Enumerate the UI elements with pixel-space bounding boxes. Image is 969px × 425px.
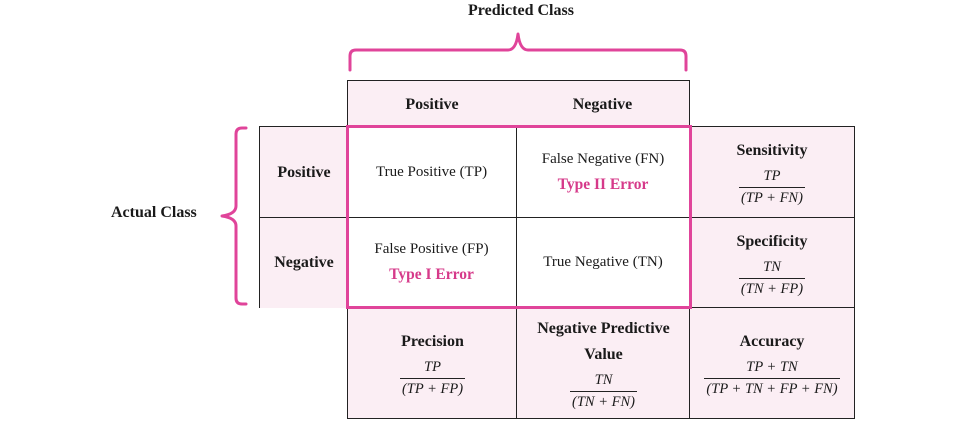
npv-formula: TN (TN + FN) (570, 372, 637, 411)
type-ii-error-label: Type II Error (557, 175, 649, 193)
column-header-negative-label: Negative (572, 95, 633, 113)
precision-numerator: TP (424, 358, 441, 375)
npv-numerator: TN (594, 371, 613, 388)
row-header-positive: Positive (259, 126, 348, 218)
true-negative-label: True Negative (TN) (543, 254, 663, 270)
false-positive-cell: False Positive (FP) Type I Error (347, 217, 517, 308)
specificity-formula: TN (TN + FP) (738, 258, 806, 298)
sensitivity-formula: TP (TP + FN) (739, 168, 805, 207)
fraction-bar (570, 390, 637, 392)
fraction-bar (399, 377, 466, 379)
precision-denominator: (TP + FP) (401, 380, 464, 397)
accuracy-formula: TP + TN (TP + TN + FP + FN) (704, 358, 840, 398)
sensitivity-numerator: TP (763, 168, 781, 184)
specificity-denominator: (TN + FP) (740, 280, 804, 297)
specificity-numerator: TN (763, 258, 781, 275)
npv-cell: Negative Predictive Value TN (TN + FN) (516, 307, 690, 419)
true-positive-label: True Positive (TP) (375, 163, 488, 180)
column-header-positive: Positive (347, 80, 517, 128)
row-header-negative: Negative (259, 217, 348, 308)
type-i-error-label: Type I Error (389, 266, 474, 283)
precision-title: Precision (401, 332, 464, 350)
specificity-cell: Specificity TN (TN + FP) (689, 217, 855, 308)
column-header-positive-label: Positive (405, 95, 459, 113)
actual-class-brace (220, 126, 248, 306)
fraction-bar (704, 377, 840, 379)
fraction-bar (739, 187, 805, 188)
npv-title-line1: Negative Predictive (537, 319, 670, 337)
true-negative-cell: True Negative (TN) (516, 217, 690, 308)
false-positive-label: False Positive (FP) (374, 241, 489, 257)
precision-cell: Precision TP (TP + FP) (347, 307, 517, 419)
specificity-title: Specificity (736, 232, 808, 250)
sensitivity-title: Sensitivity (736, 142, 808, 159)
accuracy-numerator: TP + TN (746, 358, 798, 375)
predicted-class-title: Predicted Class (468, 2, 574, 19)
column-header-negative: Negative (516, 80, 690, 128)
false-negative-cell: False Negative (FN) Type II Error (516, 126, 690, 218)
row-header-positive-label: Positive (277, 163, 331, 181)
actual-class-title: Actual Class (111, 204, 197, 221)
precision-formula: TP (TP + FP) (399, 358, 466, 398)
accuracy-title: Accuracy (739, 332, 805, 350)
sensitivity-denominator: (TP + FN) (741, 190, 803, 206)
fraction-bar (738, 277, 806, 279)
accuracy-denominator: (TP + TN + FP + FN) (706, 380, 838, 397)
sensitivity-cell: Sensitivity TP (TP + FN) (689, 126, 855, 218)
predicted-class-brace (348, 32, 688, 72)
accuracy-cell: Accuracy TP + TN (TP + TN + FP + FN) (689, 307, 855, 419)
false-negative-label: False Negative (FN) (541, 150, 665, 167)
npv-denominator: (TN + FN) (572, 393, 635, 410)
matrix-highlight-border (346, 125, 692, 309)
npv-title-line2: Value (584, 345, 623, 363)
row-header-negative-label: Negative (274, 254, 334, 271)
